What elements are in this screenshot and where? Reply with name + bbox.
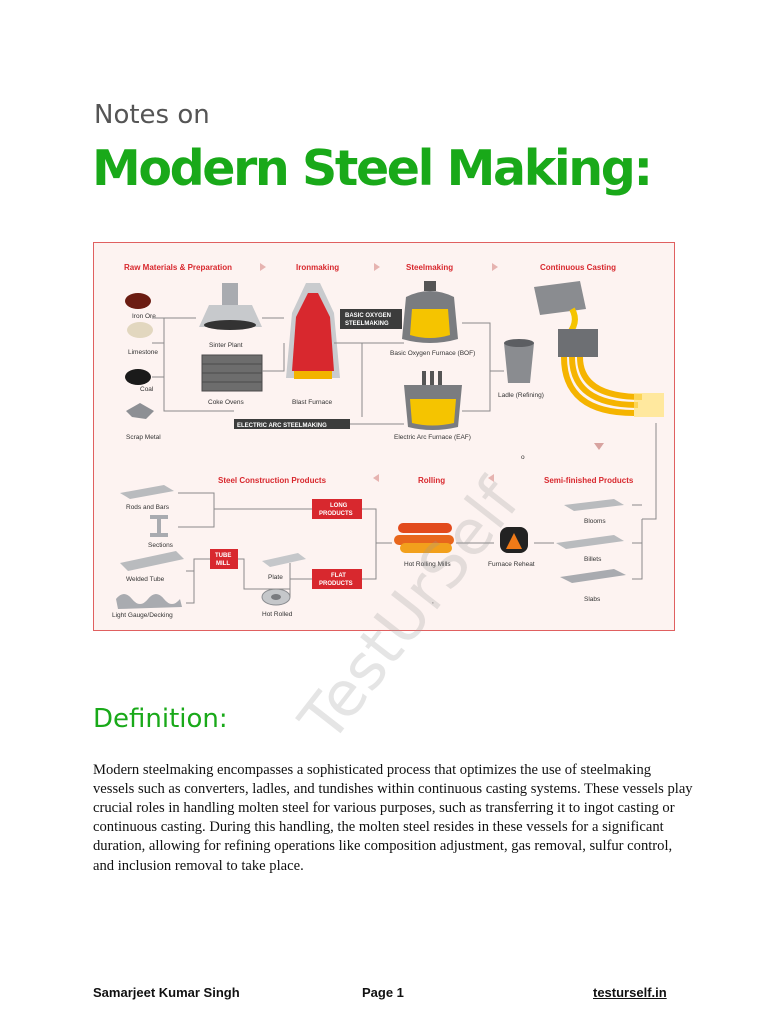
label-plate: Plate <box>268 574 283 581</box>
svg-text:,: , <box>432 598 434 605</box>
label-slabs: Slabs <box>584 596 601 603</box>
blooms-icon <box>564 499 624 511</box>
footer-page-number: Page 1 <box>362 985 404 1000</box>
stage-steelmaking: Steelmaking <box>406 263 453 272</box>
definition-body: Modern steelmaking encompasses a sophist… <box>93 761 693 874</box>
label-reheat: Furnace Reheat <box>488 561 535 568</box>
label-blast: Blast Furnace <box>292 399 332 406</box>
sections-icon <box>150 515 168 537</box>
label-welded: Welded Tube <box>126 576 165 583</box>
eas-box-label: ELECTRIC ARC STEELMAKING <box>237 423 327 429</box>
flat-products-box <box>312 569 362 589</box>
label-scrap: Scrap Metal <box>126 434 161 441</box>
hot-rolling-icon <box>394 523 454 553</box>
stage-semi-finished: Semi-finished Products <box>544 476 634 485</box>
label-iron-ore: Iron Ore <box>132 313 156 320</box>
label-billets: Billets <box>584 556 602 563</box>
arrow-down-icon <box>594 443 604 450</box>
chevron-right-icon <box>260 263 266 271</box>
chevron-right-icon <box>492 263 498 271</box>
rods-bars-icon <box>120 485 174 499</box>
flat-box-line1: FLAT <box>331 573 346 579</box>
slabs-icon <box>560 569 626 583</box>
casting-ladle <box>534 281 586 315</box>
label-ladle: Ladle (Refining) <box>498 392 544 399</box>
sinter-hopper <box>222 283 238 305</box>
light-gauge-icon <box>116 594 182 609</box>
casting-strands <box>561 356 643 416</box>
label-eaf: Electric Arc Furnace (EAF) <box>394 434 471 441</box>
label-sinter: Sinter Plant <box>209 342 243 349</box>
stage-raw-materials: Raw Materials & Preparation <box>124 263 232 272</box>
label-rods: Rods and Bars <box>126 504 170 511</box>
tube-box-line1: TUBE <box>215 553 231 559</box>
definition-heading: Definition: <box>93 703 228 734</box>
bos-box-line2: STEELMAKING <box>345 321 389 327</box>
bof-molten-steel <box>410 309 450 338</box>
footer-author: Samarjeet Kumar Singh <box>93 985 240 1000</box>
stage-ironmaking: Ironmaking <box>296 263 339 272</box>
stage-steel-construction: Steel Construction Products <box>218 476 327 485</box>
welded-tube-icon <box>120 551 184 571</box>
tube-box-line2: MILL <box>216 561 230 567</box>
steelmaking-process-diagram: Raw Materials & Preparation Ironmaking S… <box>93 242 675 631</box>
chevron-left-icon <box>488 474 494 482</box>
label-bof: Basic Oxygen Furnace (BOF) <box>390 350 475 357</box>
eaf-molten-steel <box>410 399 456 426</box>
stage-continuous-casting: Continuous Casting <box>540 263 616 272</box>
coal-pile <box>125 369 151 385</box>
tundish-icon <box>558 329 598 357</box>
sinter-material <box>204 320 256 330</box>
tube-mill-box <box>210 549 238 569</box>
ladle-icon <box>504 343 534 383</box>
billets-icon <box>556 535 624 549</box>
eas-box <box>234 419 350 429</box>
long-products-box <box>312 499 362 519</box>
long-box-line1: LONG <box>330 503 348 509</box>
bos-box <box>340 309 402 329</box>
bos-box-line1: BASIC OXYGEN <box>345 313 391 319</box>
blast-furnace-molten <box>292 293 334 371</box>
footer-site-link[interactable]: testurself.in <box>593 985 667 1000</box>
limestone-pile <box>127 322 153 338</box>
iron-ore-pile <box>125 293 151 309</box>
label-coal: Coal <box>140 386 154 393</box>
svg-text:o: o <box>521 454 525 461</box>
label-coke: Coke Ovens <box>208 399 245 406</box>
chevron-left-icon <box>373 474 379 482</box>
pre-title: Notes on <box>94 100 210 130</box>
chevron-right-icon <box>374 263 380 271</box>
scrap-metal-pile <box>126 403 154 419</box>
label-hot-rolling: Hot Rolling Mills <box>404 561 451 568</box>
long-box-line2: PRODUCTS <box>319 511 353 517</box>
label-limestone: Limestone <box>128 349 158 356</box>
flat-box-line2: PRODUCTS <box>319 581 353 587</box>
label-light: Light Gauge/Decking <box>112 612 173 619</box>
label-sections: Sections <box>148 542 174 549</box>
label-blooms: Blooms <box>584 518 606 525</box>
page-title: Modern Steel Making: <box>92 140 653 197</box>
stage-rolling: Rolling <box>418 476 445 485</box>
label-hot-rolled: Hot Rolled <box>262 611 293 618</box>
plate-icon <box>262 553 306 567</box>
